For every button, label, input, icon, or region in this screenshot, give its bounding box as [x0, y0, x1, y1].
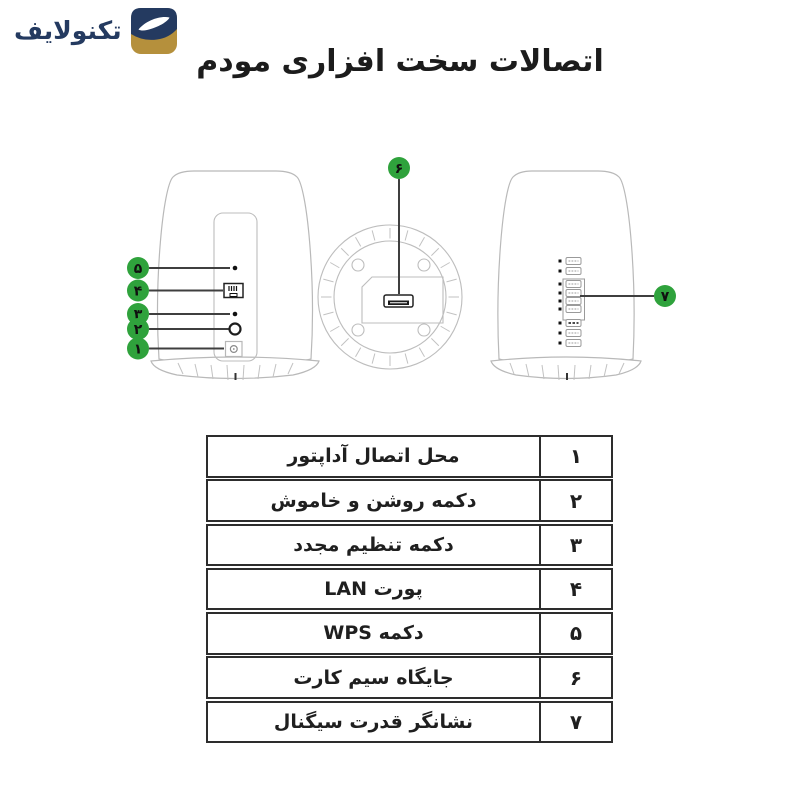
- row-number: ۶: [539, 658, 611, 697]
- power-button: [228, 322, 242, 336]
- bottom-vent-ticks: [321, 228, 459, 366]
- callout-number: ۶: [395, 161, 404, 177]
- row-label: نشانگر قدرت سیگنال: [273, 711, 474, 734]
- led-indicator: [558, 280, 582, 288]
- led-indicator: [558, 339, 582, 347]
- screw-hole: [351, 258, 365, 272]
- led-indicators: [558, 257, 585, 347]
- row-number: ۴: [539, 569, 611, 609]
- base-vent-ticks: [177, 362, 294, 381]
- row-label: دکمه WPS: [323, 622, 424, 645]
- callout-badge-7: ۷: [654, 285, 676, 307]
- table-row: ۱ محل اتصال آداپتور: [206, 435, 613, 478]
- table-row: ۶ جایگاه سیم کارت: [206, 656, 613, 699]
- power-jack: [224, 340, 243, 358]
- label-recess: [361, 276, 444, 324]
- led-indicator: [558, 319, 582, 327]
- table-row: ۲ دکمه روشن و خاموش: [206, 479, 613, 522]
- sim-card-slot: [383, 294, 414, 308]
- row-label: جایگاه سیم کارت: [293, 666, 454, 689]
- row-number: ۷: [539, 702, 611, 742]
- logo-swoosh: [138, 17, 170, 31]
- leader-lines-left: [149, 267, 230, 350]
- row-number: ۱: [539, 437, 611, 476]
- screw-hole: [351, 323, 365, 337]
- base-vent-ticks: [509, 362, 625, 381]
- led-indicator: [558, 329, 582, 337]
- callout-number: ۱: [134, 342, 143, 358]
- page-title: اتصالات سخت افزاری مودم: [196, 44, 604, 79]
- bottom-inner-ring: [333, 240, 447, 354]
- row-label: پورت LAN: [324, 578, 423, 601]
- bottom-outer-ring: [317, 224, 463, 370]
- legend-table: ۱ محل اتصال آداپتور ۲ دکمه روشن و خاموش …: [206, 435, 613, 745]
- modem-front-view: ۷: [490, 170, 676, 381]
- led-indicator: [558, 305, 582, 313]
- callout-number: ۳: [134, 307, 143, 323]
- callout-badge-5: ۵: [127, 257, 149, 279]
- callout-number: ۴: [134, 284, 143, 300]
- table-row: ۴ پورت LAN: [206, 567, 613, 611]
- row-label: دکمه روشن و خاموش: [270, 489, 477, 512]
- led-indicator: [558, 257, 582, 265]
- lan-port: [223, 282, 244, 299]
- row-number: ۳: [539, 525, 611, 565]
- callout-number: ۷: [661, 289, 670, 305]
- row-label: محل اتصال آداپتور: [287, 445, 460, 468]
- table-row: ۷ نشانگر قدرت سیگنال: [206, 700, 613, 744]
- callout-badge-4: ۴: [127, 279, 149, 302]
- wps-button-dot: [232, 265, 238, 271]
- modem-back-view: ۵ ۴ ۳ ۲ ۱: [127, 170, 320, 381]
- modem-bottom-view: ۶: [317, 157, 463, 370]
- callout-number: ۲: [134, 322, 143, 338]
- callout-number: ۵: [134, 261, 143, 277]
- table-row: ۵ دکمه WPS: [206, 612, 613, 655]
- row-number: ۵: [539, 614, 611, 653]
- logo-wordmark: تکنولایف: [14, 16, 122, 45]
- callout-badge-1: ۱: [127, 337, 149, 360]
- callout-badge-2: ۲: [127, 318, 149, 340]
- led-indicator: [558, 289, 582, 297]
- reset-button-dot: [232, 311, 238, 317]
- led-indicator: [558, 267, 582, 275]
- led-indicator: [558, 297, 582, 305]
- hardware-diagram: ۵ ۴ ۳ ۲ ۱: [127, 157, 676, 381]
- row-label: دکمه تنظیم مجدد: [293, 533, 454, 556]
- row-number: ۲: [539, 481, 611, 520]
- callout-badge-6: ۶: [388, 157, 410, 179]
- table-row: ۳ دکمه تنظیم مجدد: [206, 523, 613, 567]
- logo-icon: [130, 8, 177, 54]
- screw-hole: [417, 258, 431, 272]
- rear-panel: [213, 212, 258, 362]
- technolife-logo: تکنولایف: [14, 8, 177, 54]
- screw-hole: [417, 323, 431, 337]
